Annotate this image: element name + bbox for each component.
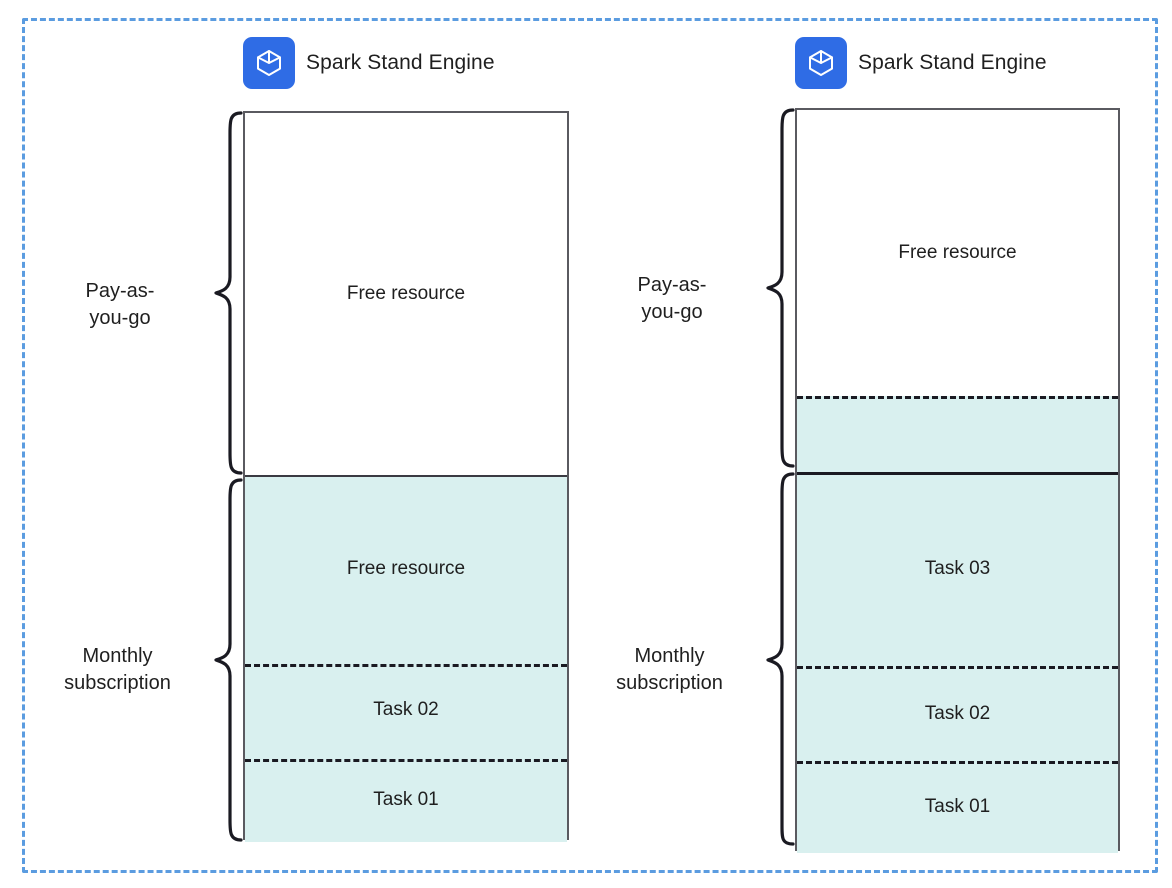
group-label-monthly-subscription-right: Monthly subscription (616, 645, 723, 694)
divider-solid-payg-monthly-right (797, 472, 1118, 475)
segment-label: Task 01 (924, 796, 991, 817)
cube-icon (795, 37, 847, 89)
segment-monthly-free-left: Free resource (245, 475, 567, 662)
cube-icon (243, 37, 295, 89)
resource-stack-left: Free resource Free resource Task 02 Task… (243, 111, 569, 842)
segment-payg-overflow-right (797, 396, 1118, 472)
group-label-pay-as-you-go-left: Pay-as- you-go (85, 280, 155, 329)
segment-task-03-right: Task 03 (797, 472, 1118, 666)
engine-header-right: Spark Stand Engine (795, 37, 1047, 89)
segment-payg-free-left: Free resource (245, 113, 567, 475)
brace-monthly-subscription-right (766, 472, 796, 848)
resource-stack-right: Free resource Task 03 Task 02 Task 01 (795, 108, 1120, 853)
segment-label: Free resource (898, 242, 1017, 263)
divider-dashed-free-overflow-right (797, 396, 1118, 399)
group-label-pay-as-you-go-right: Pay-as- you-go (637, 274, 707, 323)
divider-dashed-task02-task01-right (797, 761, 1118, 764)
divider-dashed-free-task02-left (245, 664, 567, 667)
brace-pay-as-you-go-right (766, 108, 796, 468)
group-label-monthly-subscription-left: Monthly subscription (64, 645, 171, 694)
engine-label-left: Spark Stand Engine (306, 51, 495, 74)
divider-dashed-task02-task01-left (245, 759, 567, 762)
engine-header-left: Spark Stand Engine (243, 37, 495, 89)
brace-monthly-subscription-left (214, 478, 244, 842)
segment-label: Free resource (346, 283, 466, 304)
segment-label: Task 02 (373, 698, 439, 720)
segment-task-01-right: Task 01 (797, 761, 1118, 853)
engine-label-right: Spark Stand Engine (858, 51, 1047, 74)
divider-dashed-task03-task02-right (797, 666, 1118, 669)
segment-task-02-right: Task 02 (797, 666, 1118, 761)
segment-label: Free resource (346, 557, 466, 579)
segment-payg-free-right: Free resource (797, 110, 1118, 396)
segment-label: Task 03 (924, 558, 991, 579)
segment-task-02-left: Task 02 (245, 662, 567, 757)
segment-label: Task 01 (373, 788, 439, 810)
brace-pay-as-you-go-left (214, 111, 244, 475)
segment-label: Task 02 (924, 702, 991, 724)
segment-task-01-left: Task 01 (245, 757, 567, 842)
divider-solid-payg-monthly-left (245, 475, 567, 477)
outer-dashed-frame (22, 18, 1158, 873)
